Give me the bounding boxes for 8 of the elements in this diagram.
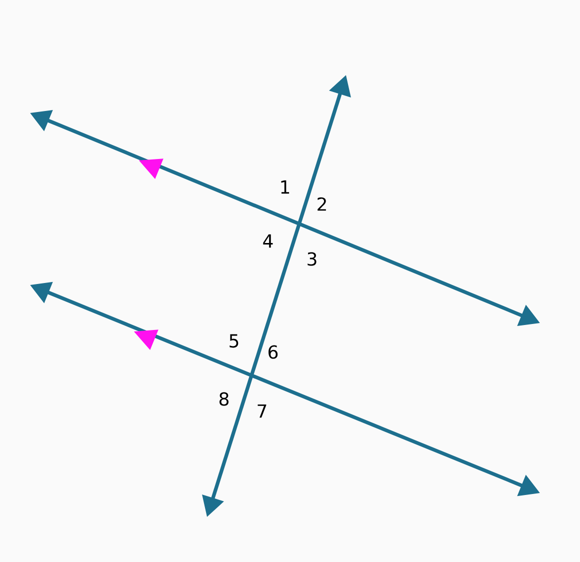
angle-label: 8 <box>220 392 228 406</box>
angle-label: 3 <box>308 252 316 266</box>
angle-label: 4 <box>263 234 273 248</box>
angle-label: 6 <box>268 345 278 359</box>
angle-label: 7 <box>258 404 266 418</box>
angle-label: 5 <box>230 334 238 348</box>
angle-label: 1 <box>281 180 290 194</box>
angle-label: 2 <box>318 197 326 211</box>
